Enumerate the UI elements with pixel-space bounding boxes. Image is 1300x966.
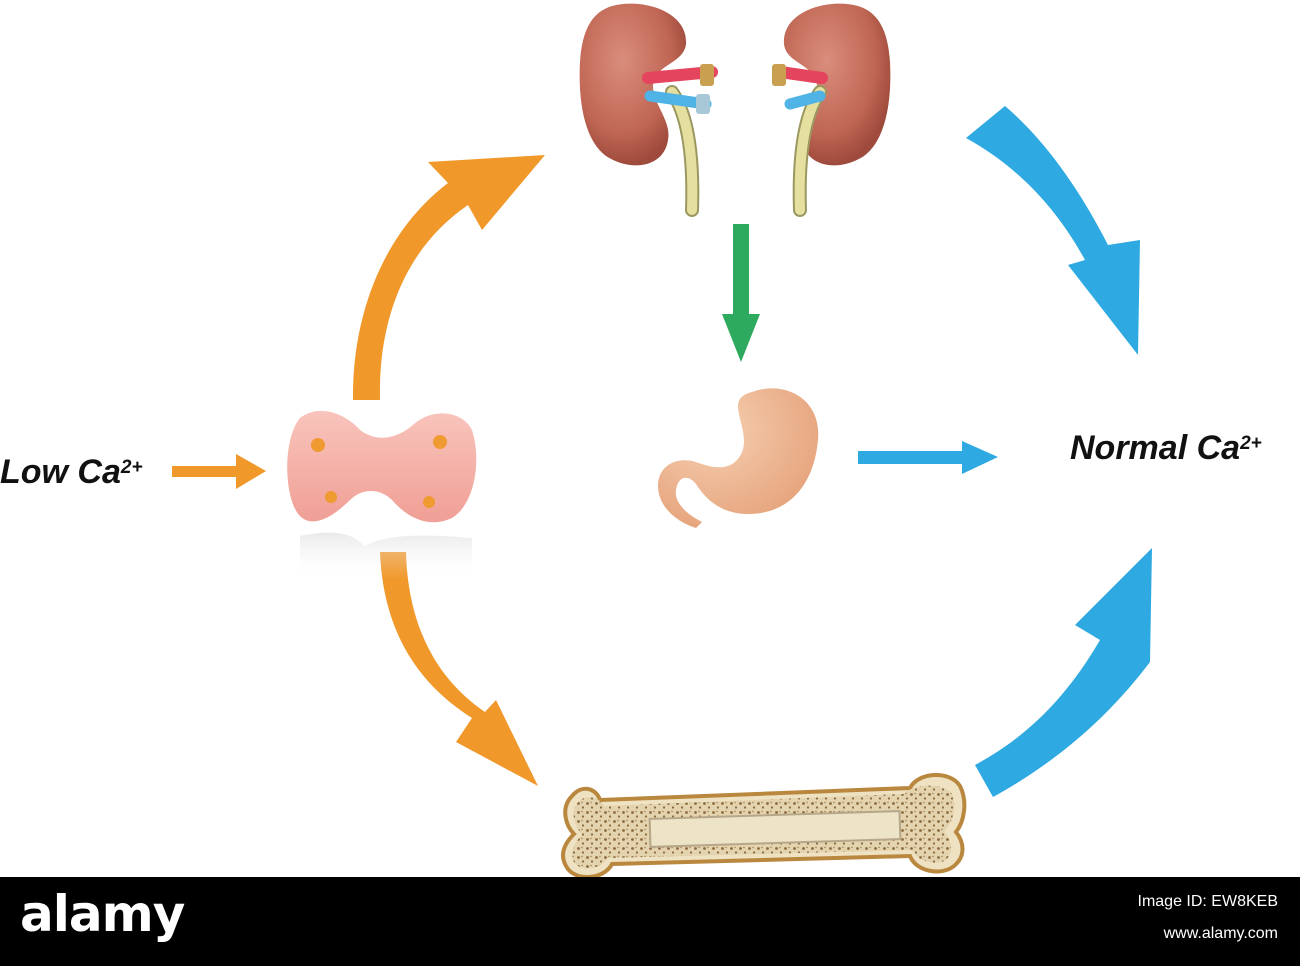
arrow-thyroid-to-bone <box>380 552 538 786</box>
calcium-regulation-diagram <box>172 3 1152 877</box>
arrow-thyroid-to-kidney <box>352 155 545 400</box>
low-calcium-text: Low Ca <box>0 453 121 491</box>
arrow-stomach-to-normal <box>858 441 998 474</box>
watermark-footer-bar: alamy Image ID: EW8KEB www.alamy.com <box>0 877 1300 966</box>
thyroid-gland-icon <box>287 410 477 580</box>
arrow-bone-to-normal <box>975 548 1152 797</box>
low-calcium-superscript: 2+ <box>120 457 143 478</box>
brand-logo-text: alamy <box>20 885 185 943</box>
normal-calcium-text: Normal Ca <box>1070 429 1241 467</box>
stomach-icon <box>658 388 819 528</box>
normal-calcium-superscript: 2+ <box>1240 433 1262 454</box>
bone-icon <box>561 772 967 877</box>
site-url-text: www.alamy.com <box>1163 925 1278 942</box>
kidneys-icon <box>579 3 891 217</box>
low-calcium-label: Low Ca2+ <box>0 452 143 492</box>
arrow-kidney-to-normal <box>966 106 1140 355</box>
arrow-low-to-thyroid <box>172 454 266 489</box>
image-id-text: Image ID: EW8KEB <box>1137 893 1279 910</box>
normal-calcium-label: Normal Ca2+ <box>1070 428 1262 468</box>
arrow-kidney-to-stomach <box>722 224 760 362</box>
